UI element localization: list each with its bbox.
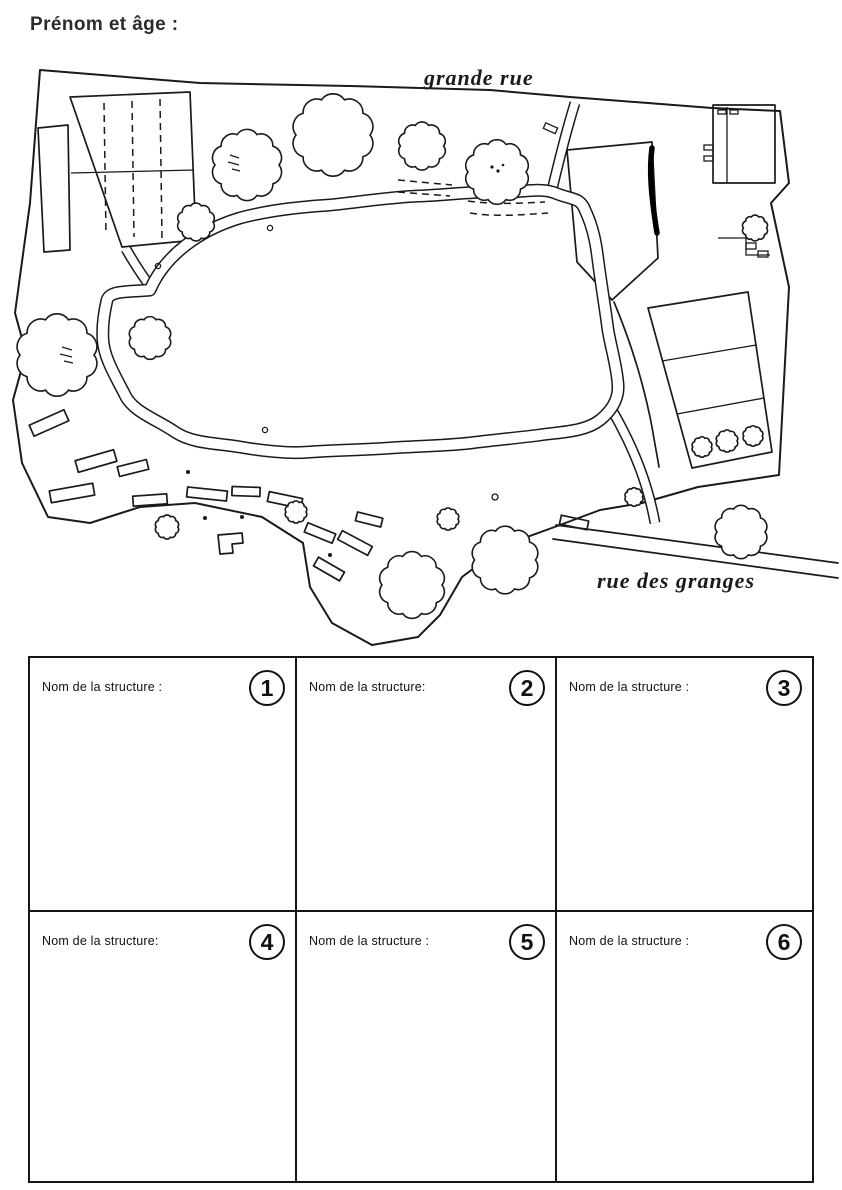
bush [436, 507, 460, 531]
structure-label: Nom de la structure : [569, 934, 690, 948]
page-title: Prénom et âge : [30, 14, 179, 35]
tree [15, 312, 99, 398]
tree [211, 128, 283, 202]
map-boundary [12, 69, 790, 646]
answer-area [30, 714, 295, 910]
tree [128, 315, 172, 361]
structure-number-badge: 5 [509, 924, 545, 960]
tree [471, 524, 539, 596]
structure-number-badge: 1 [249, 670, 285, 706]
answer-area [557, 714, 812, 910]
tree [742, 214, 768, 242]
tree [397, 121, 447, 171]
bush [624, 487, 644, 507]
bush [742, 425, 764, 447]
structure-cell-5: Nom de la structure : 5 [297, 912, 557, 1181]
parking-building [37, 91, 197, 253]
answer-area [297, 714, 555, 910]
structure-cell-1: Nom de la structure : 1 [30, 658, 297, 912]
site-map: grande rue rue des granges [0, 55, 842, 655]
tree [714, 504, 768, 560]
structure-label: Nom de la structure: [42, 934, 159, 948]
answer-area [557, 968, 812, 1181]
structure-cell-2: Nom de la structure: 2 [297, 658, 557, 912]
street-label-grande-rue: grande rue [423, 65, 534, 90]
structure-label: Nom de la structure : [569, 680, 690, 694]
dashed-path-fragments [397, 179, 549, 217]
building-c [647, 291, 773, 469]
answer-area [30, 968, 295, 1181]
structure-number-badge: 4 [249, 924, 285, 960]
structures-grid: Nom de la structure : 1 Nom de la struct… [28, 656, 814, 1183]
structure-label: Nom de la structure : [309, 934, 430, 948]
answer-area [297, 968, 555, 1181]
structure-number-badge: 3 [766, 670, 802, 706]
tree [378, 550, 446, 620]
detail-marks [59, 154, 505, 557]
structure-cell-3: Nom de la structure : 3 [557, 658, 812, 912]
street-label-rue-des-granges: rue des granges [597, 568, 755, 593]
marker-line [647, 145, 660, 236]
building-a [542, 121, 660, 301]
bush [154, 514, 180, 540]
tree [291, 92, 375, 178]
tree [177, 202, 215, 242]
bush [715, 429, 739, 453]
structure-label: Nom de la structure : [42, 680, 163, 694]
structure-cell-6: Nom de la structure : 6 [557, 912, 812, 1181]
bush [284, 500, 308, 524]
trees [15, 92, 768, 620]
structure-label: Nom de la structure: [309, 680, 426, 694]
structure-number-badge: 2 [509, 670, 545, 706]
bush [691, 436, 713, 458]
central-lawn-path [96, 183, 625, 460]
site-map-svg: grande rue rue des granges [12, 65, 839, 646]
path-spurs [121, 101, 661, 524]
building-b [703, 104, 776, 258]
structure-cell-4: Nom de la structure: 4 [30, 912, 297, 1181]
small-structures [28, 408, 590, 582]
structure-number-badge: 6 [766, 924, 802, 960]
rue-des-granges-road [552, 524, 839, 579]
east-path-line [613, 301, 660, 468]
